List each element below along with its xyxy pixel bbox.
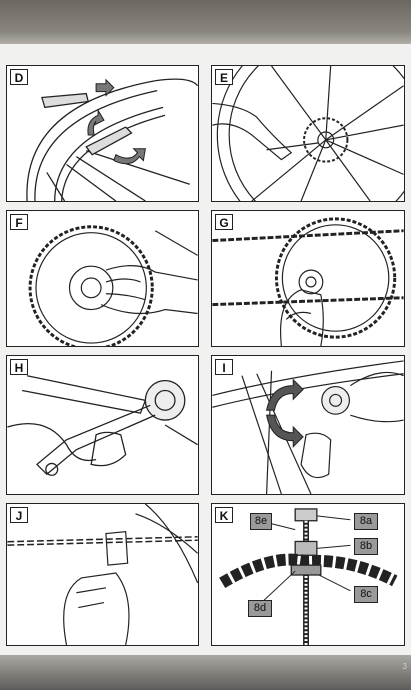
rotate-arrow-icon — [266, 414, 304, 448]
callout-8c: 8c — [354, 586, 378, 603]
chainring-illustration — [28, 225, 198, 346]
panel-d-tire-removal: D — [6, 65, 199, 202]
panel-e-cassette: E — [211, 65, 405, 202]
callout-8a: 8a — [354, 513, 378, 530]
page-number: 3 — [402, 662, 407, 671]
tire-lever-illustration — [26, 78, 198, 201]
chain-tool-parts-illustration — [219, 508, 398, 645]
panel-label: K — [215, 507, 233, 523]
panel-f-crank: F — [6, 210, 199, 347]
panel-label: G — [215, 214, 233, 230]
panel-label: E — [215, 69, 233, 85]
callout-8b: 8b — [354, 538, 378, 555]
arrow-right-icon — [95, 78, 115, 97]
bottom-background — [0, 655, 411, 690]
cassette-illustration — [212, 66, 404, 201]
curved-arrow-icon — [87, 108, 105, 136]
callout-8d: 8d — [248, 600, 272, 617]
top-background — [0, 0, 411, 46]
panel-label: J — [10, 507, 28, 523]
panel-g-chainring-bolt: G — [211, 210, 405, 347]
panel-h-crank-puller: H — [6, 355, 199, 495]
panel-label: H — [10, 359, 28, 375]
panel-label: D — [10, 69, 28, 85]
panel-label: F — [10, 214, 28, 230]
rotate-arrow-icon — [265, 378, 304, 411]
panel-label: I — [215, 359, 233, 375]
panel-i-hub: I — [211, 355, 405, 495]
hub-rotation-illustration — [212, 360, 404, 494]
callout-8e: 8e — [250, 513, 272, 530]
panel-j-chain: J — [6, 503, 199, 646]
chainring-bolt-illustration — [212, 217, 404, 346]
chain-tool-illustration — [7, 504, 198, 645]
panel-k-chain-tool-parts: K 8e 8a 8b 8c 8d — [211, 503, 405, 646]
curved-arrow-icon — [113, 148, 146, 165]
crank-puller-illustration — [7, 375, 198, 476]
